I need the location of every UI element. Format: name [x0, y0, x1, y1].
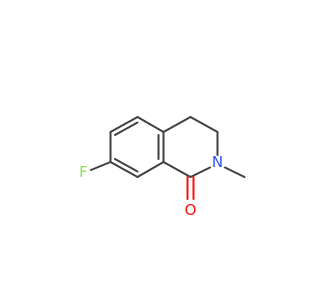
nitrogen-label: N: [212, 153, 223, 171]
bond-c8-c7: [109, 116, 139, 133]
bond-inner-c8-c7: [114, 121, 139, 136]
bond-c1-c8a: [162, 161, 192, 178]
bond-inner-c4a-c8a: [114, 158, 139, 173]
bond-c4-c3: [162, 116, 192, 133]
bond-c7-c6: [136, 116, 165, 133]
oxygen-label: O: [185, 201, 197, 219]
fluorine-label: F: [79, 163, 88, 181]
bond-c3-c2: [189, 116, 219, 133]
bond-n-methyl: [224, 166, 246, 178]
bond-c4a-c8a: [109, 161, 139, 178]
molecule-structure: F N O: [79, 116, 246, 219]
bond-c5-c4a: [136, 161, 165, 178]
bond-n-c1: [189, 166, 211, 178]
bond-c7-f: [90, 161, 112, 171]
